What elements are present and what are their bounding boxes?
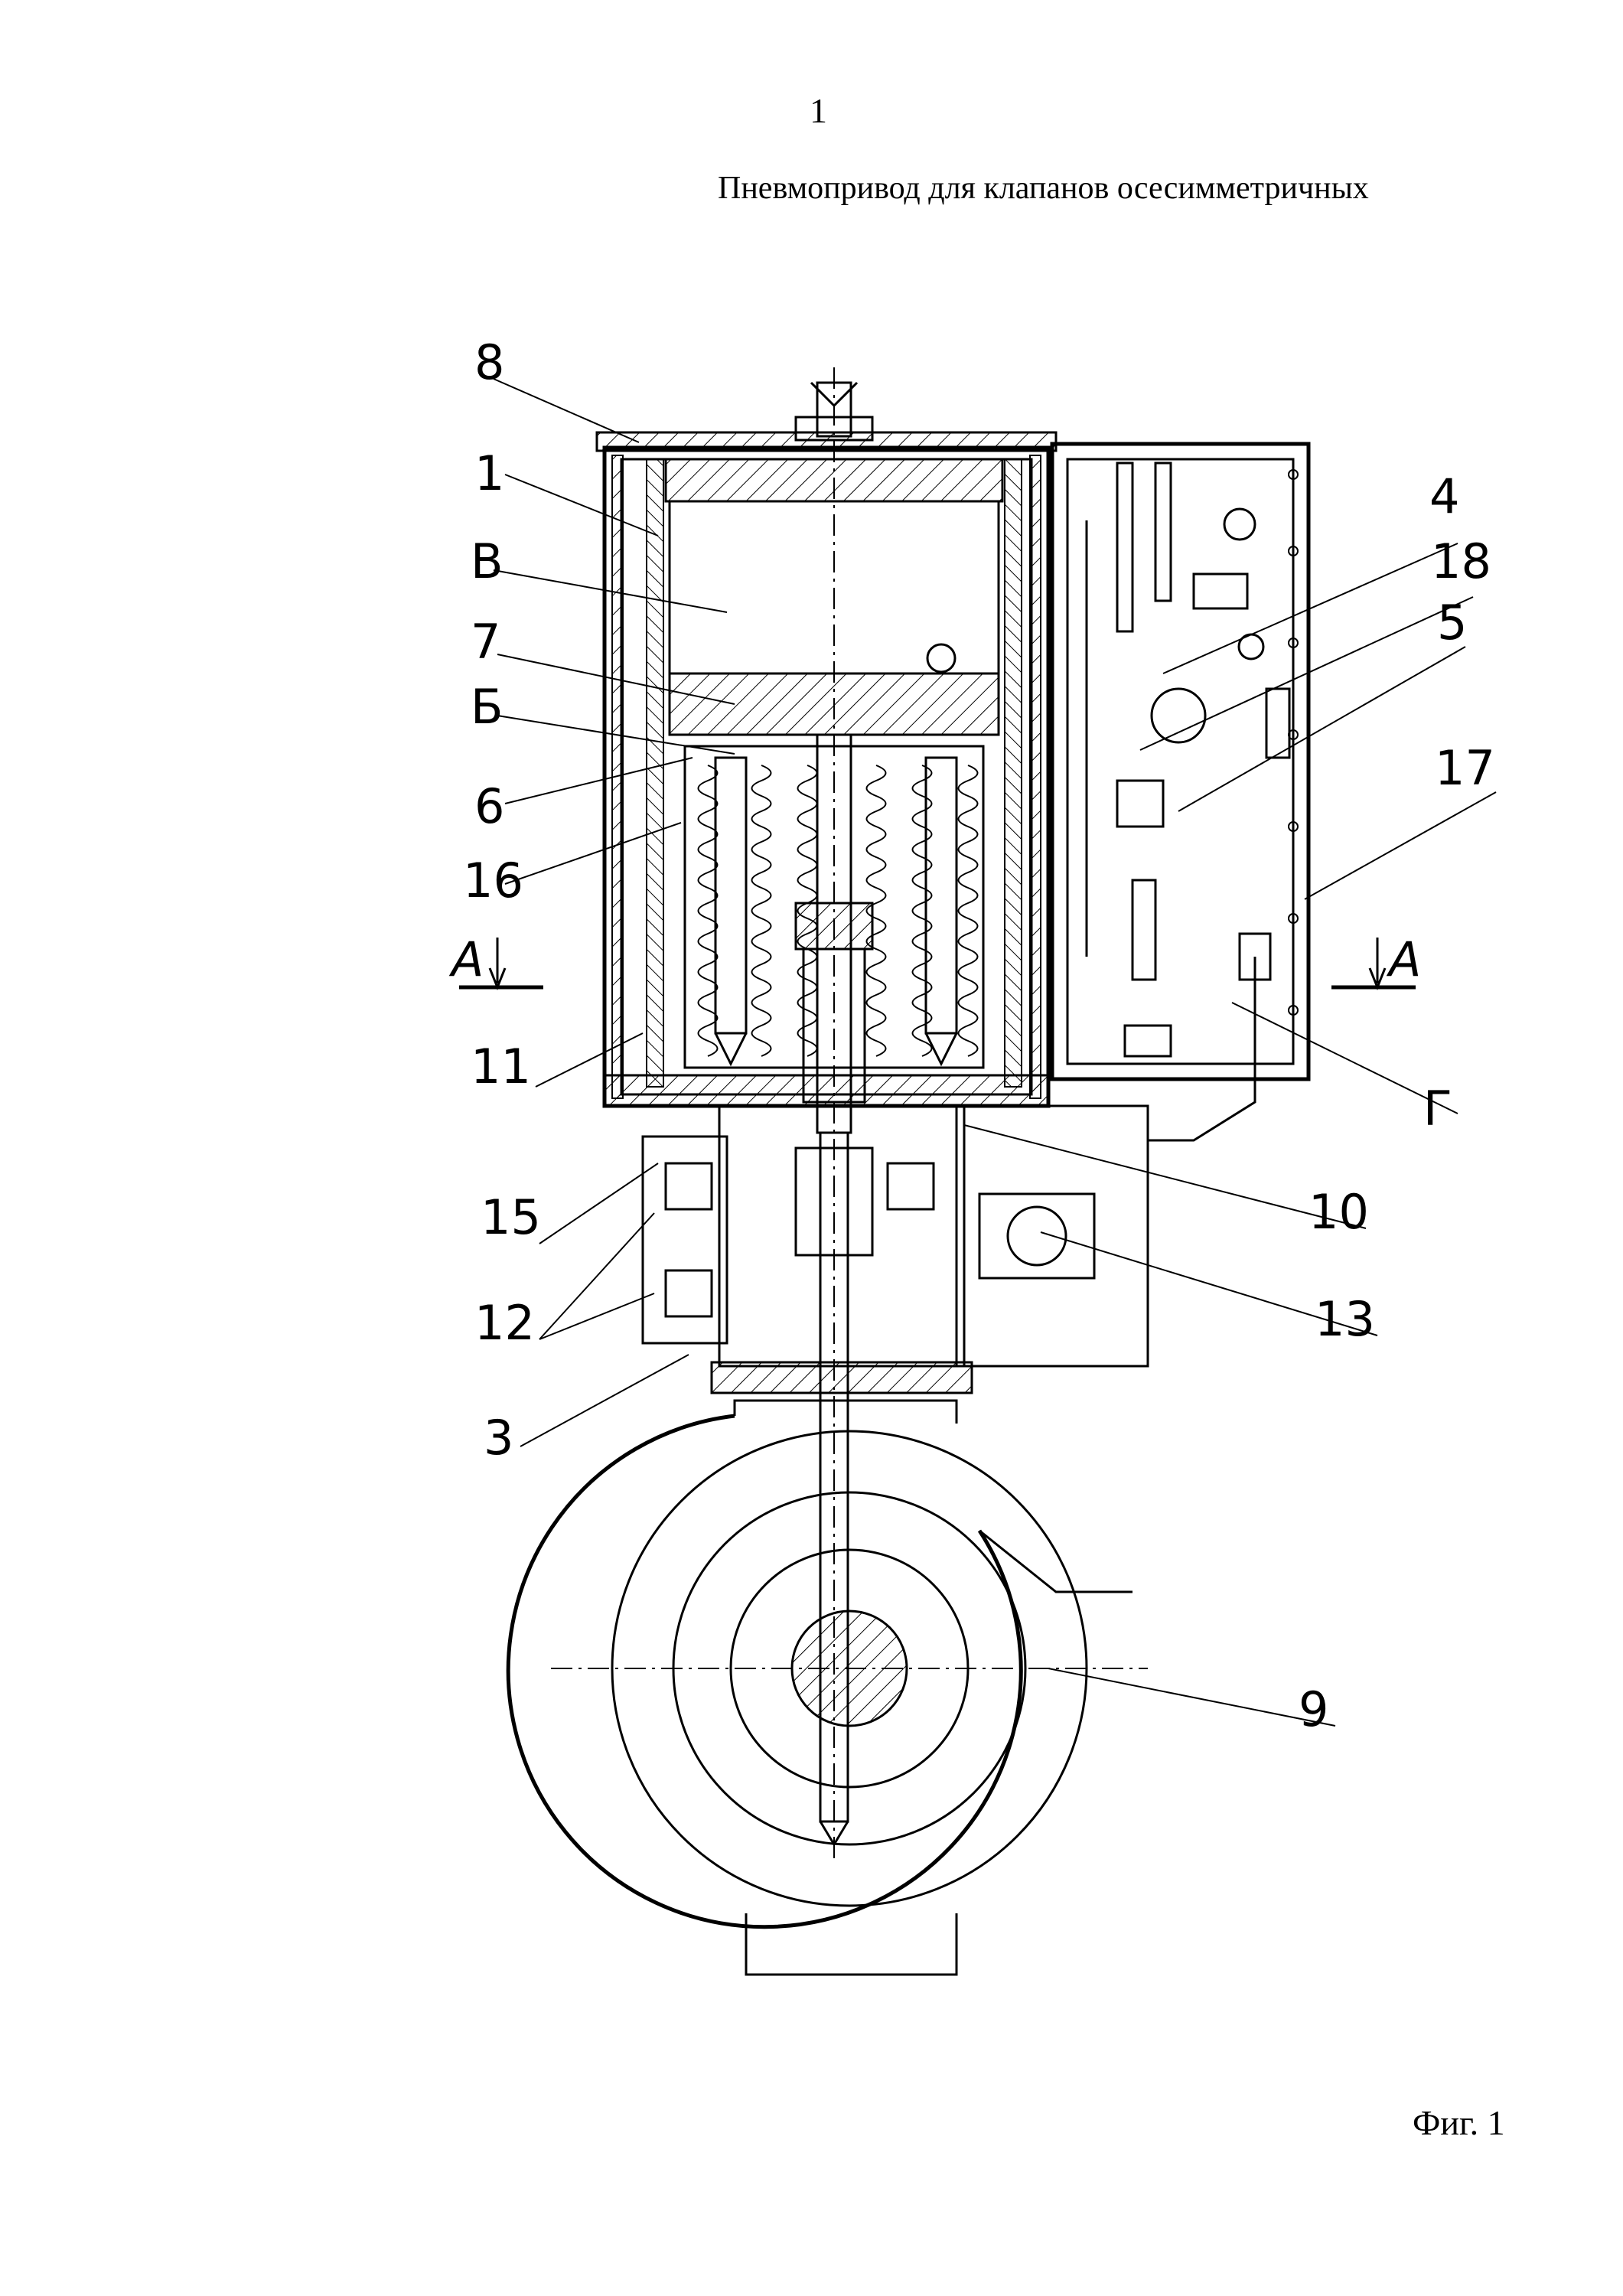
callout-v: В (471, 533, 504, 589)
limit-switch-box (641, 1135, 728, 1345)
callout-18: 18 (1431, 533, 1491, 589)
page-number: 1 (810, 91, 827, 130)
callout-11: 11 (471, 1039, 531, 1094)
positioner-box (955, 1104, 1149, 1368)
callout-15: 15 (481, 1189, 541, 1245)
central-stem (794, 367, 874, 1860)
callout-6: 6 (474, 778, 504, 834)
callout-8: 8 (474, 334, 504, 390)
callout-9: 9 (1299, 1681, 1328, 1737)
callout-12: 12 (474, 1295, 535, 1351)
section-label-left: А (448, 931, 484, 987)
section-label-right: А (1386, 931, 1421, 987)
valve-body (506, 1399, 1148, 1976)
callout-10: 10 (1309, 1184, 1369, 1240)
callout-g: Г (1423, 1081, 1452, 1137)
callout-1: 1 (474, 445, 504, 501)
callout-b: Б (471, 679, 504, 735)
callout-5: 5 (1437, 595, 1467, 651)
page-title: Пневмопривод для клапанов осесимметричны… (718, 171, 1369, 206)
yoke-bracket (710, 1104, 973, 1394)
pneumatic-panel (1050, 442, 1311, 1142)
callout-17: 17 (1435, 740, 1495, 796)
callout-16: 16 (463, 853, 523, 908)
cylinder-housing (595, 431, 1058, 1108)
callout-4: 4 (1429, 468, 1459, 524)
leader-lines (493, 378, 1497, 1727)
figure-caption: Фиг. 1 (1413, 2103, 1505, 2142)
callout-7: 7 (471, 614, 500, 670)
section-marker-left (459, 938, 543, 991)
callout-3: 3 (484, 1410, 513, 1466)
section-marker-right (1331, 938, 1416, 991)
callout-13: 13 (1315, 1291, 1375, 1347)
